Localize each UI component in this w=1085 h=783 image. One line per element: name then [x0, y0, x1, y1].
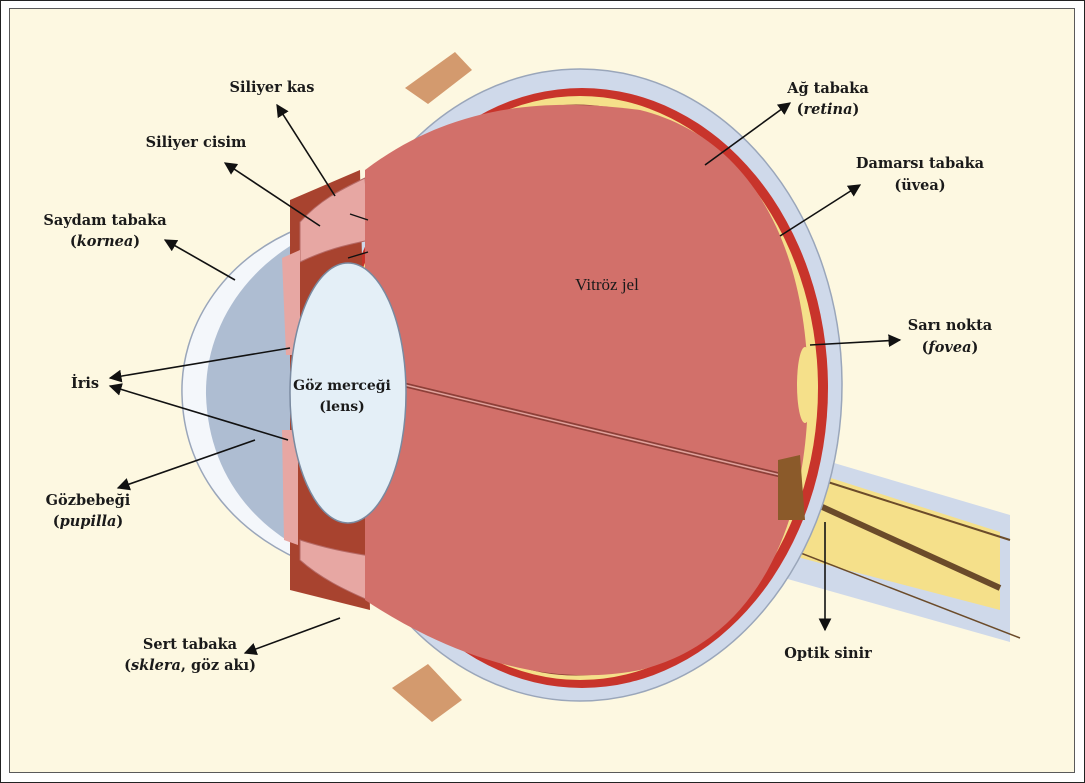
- label-optik-sinir: Optik sinir: [784, 645, 872, 662]
- label-retina: retina: [803, 101, 852, 118]
- label-siliyer-cisim: Siliyer cisim: [146, 134, 247, 151]
- label-sklera-line: (sklera, göz akı): [124, 657, 256, 674]
- label-retina-line: (retina): [797, 101, 860, 118]
- fovea-notch: [797, 347, 813, 423]
- label-gozbebegi: Gözbebeği: [46, 492, 131, 509]
- label-lens: (lens): [319, 399, 365, 415]
- label-sari-nokta: Sarı nokta: [908, 317, 993, 334]
- label-pupilla-line: (pupilla): [53, 513, 124, 530]
- label-kornea: kornea: [77, 233, 134, 250]
- label-uvea: (üvea): [894, 177, 945, 194]
- label-siliyer-kas: Siliyer kas: [230, 79, 315, 96]
- label-ag-tabaka: Ağ tabaka: [786, 80, 869, 97]
- label-kornea-line: (kornea): [70, 233, 140, 250]
- lower-muscle-tendon: [392, 664, 462, 722]
- label-saydam-tabaka: Saydam tabaka: [43, 212, 167, 229]
- label-goz-mercegi: Göz merceği: [293, 378, 391, 394]
- label-pupilla: pupilla: [60, 513, 117, 530]
- label-iris: İris: [71, 373, 99, 392]
- arrow-saydam-tabaka: [165, 240, 235, 280]
- label-fovea-line: (fovea): [922, 339, 979, 356]
- upper-muscle-tendon: [405, 52, 472, 104]
- label-sklera: sklera: [131, 657, 181, 674]
- label-sert-tabaka: Sert tabaka: [143, 636, 238, 653]
- arrow-sert-tabaka: [245, 618, 340, 653]
- label-damarsi-tabaka: Damarsı tabaka: [856, 155, 985, 172]
- label-vitroz-jel: Vitröz jel: [575, 275, 639, 294]
- label-fovea: fovea: [928, 339, 972, 356]
- arrow-siliyer-kas: [277, 105, 335, 196]
